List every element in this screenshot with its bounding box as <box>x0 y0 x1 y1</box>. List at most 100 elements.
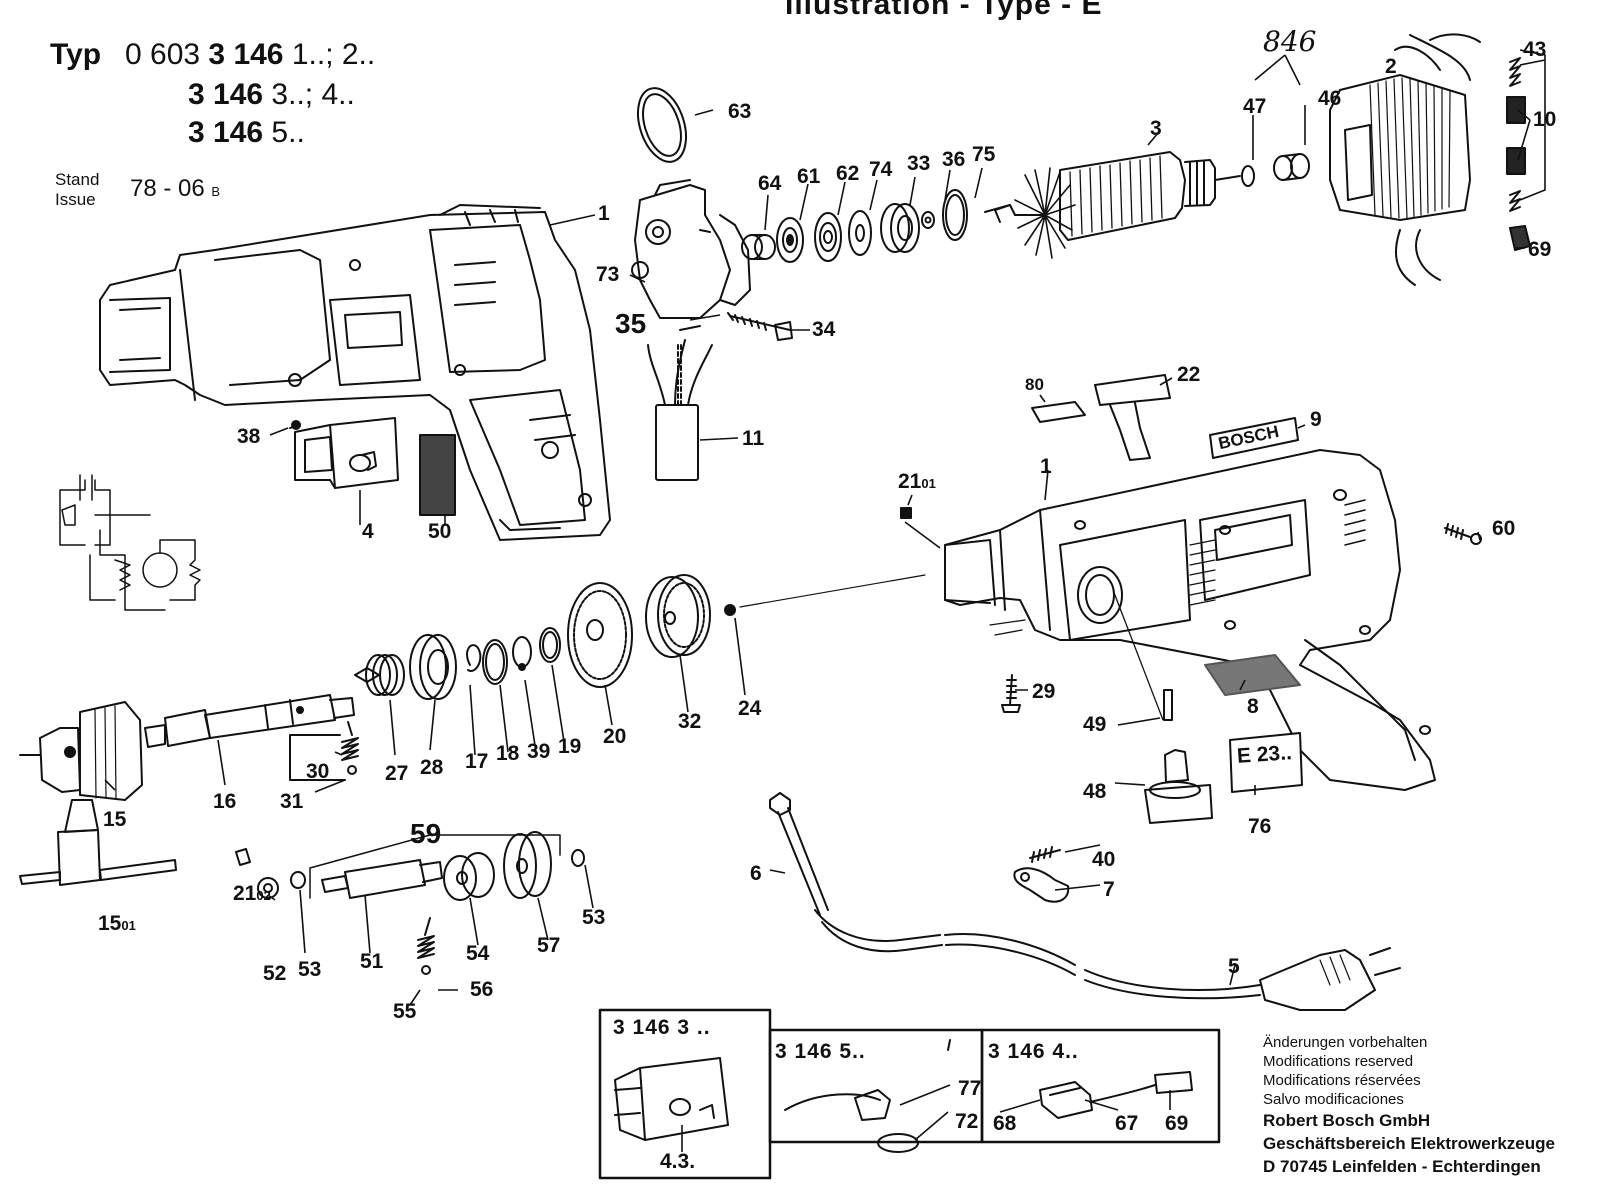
part-label-62: 62 <box>836 162 860 185</box>
variant-box-1-label: 4.3. <box>660 1150 696 1173</box>
part-label-60: 60 <box>1492 517 1516 540</box>
housing-assembled-drawing <box>944 449 1436 791</box>
part-label-31: 31 <box>280 790 304 813</box>
brush-spring-43-drawing <box>1506 57 1531 251</box>
brand-plate-drawing <box>1209 417 1299 459</box>
stand-label: Stand <box>55 170 100 189</box>
type-line-3: 3 146 5.. <box>188 116 305 150</box>
part-label-21-01-sub: 01 <box>921 476 936 491</box>
variant-box-3-label-68: 68 <box>993 1112 1017 1135</box>
screw-60-drawing <box>1444 523 1482 545</box>
part-label-27: 27 <box>385 762 409 785</box>
notes-block: Änderungen vorbehalten Modifications res… <box>1263 1033 1555 1178</box>
rating-plate-8-drawing <box>1204 654 1301 696</box>
issue-date-suffix: B <box>211 184 221 199</box>
variant-plug-drawing <box>784 1039 951 1153</box>
gear-57-drawing <box>503 831 552 899</box>
part-label-34: 34 <box>812 318 836 341</box>
part-label-74: 74 <box>869 158 893 181</box>
variant-switch-drawing <box>614 1057 729 1141</box>
circuit-schematic <box>59 474 201 611</box>
brush-holder-drawing <box>631 87 793 341</box>
diagram-title: Illustration - Type - E <box>785 0 1103 21</box>
type-line-3-code: 3 146 <box>188 116 264 149</box>
part-label-28: 28 <box>420 756 444 779</box>
power-cord-drawing <box>769 792 1401 1011</box>
note-line-de: Änderungen vorbehalten <box>1263 1034 1428 1051</box>
part-label-11: 11 <box>742 427 765 450</box>
variant-box-2-label-72: 72 <box>955 1110 979 1133</box>
part-label-9: 9 <box>1310 408 1322 431</box>
part-label-20: 20 <box>603 725 627 748</box>
part-label-22: 22 <box>1177 363 1201 386</box>
part-label-39: 39 <box>527 740 551 763</box>
spindle-drawing <box>144 694 355 748</box>
part-label-15: 15 <box>103 808 127 831</box>
type-line-3-suffix: 5.. <box>271 116 305 149</box>
armature-drawing <box>984 151 1255 259</box>
part-label-38: 38 <box>237 425 261 448</box>
company-name: Robert Bosch GmbH <box>1263 1111 1431 1130</box>
note-line-es: Salvo modificaciones <box>1263 1091 1404 1108</box>
spring-30-drawing <box>289 721 359 781</box>
gear-20-drawing <box>567 582 633 688</box>
part-label-75: 75 <box>972 143 996 166</box>
part-label-61: 61 <box>797 165 821 188</box>
type-line-2: 3 146 3..; 4.. <box>188 78 355 112</box>
handwritten-note: 846 <box>1263 25 1317 58</box>
intermediate-shaft-drawing <box>235 848 443 975</box>
part-label-59: 59 <box>410 818 442 849</box>
part-label-35: 35 <box>615 308 647 339</box>
filter-pad-drawing <box>419 434 456 516</box>
variant-box-3-label-69: 69 <box>1165 1112 1189 1135</box>
part-label-21-01: 2101 <box>898 470 936 494</box>
screw-38-drawing <box>289 420 301 430</box>
part-label-51: 51 <box>360 950 384 973</box>
screw-29-drawing <box>1001 674 1021 713</box>
variant-box-2-label-77: 77 <box>958 1077 982 1100</box>
rating-plate-76-drawing <box>1229 732 1303 793</box>
brush-11-drawing <box>647 339 713 481</box>
part-label-21-02-sub: 02 <box>256 888 271 903</box>
leader-lines <box>104 49 1546 1152</box>
type-line-1-suffix: 1..; 2.. <box>291 38 376 71</box>
field-coil-drawing <box>1329 33 1481 286</box>
part-label-15-01-sub: 01 <box>121 918 136 933</box>
part-label-76: 76 <box>1248 815 1272 838</box>
gear-ring-row-drawing <box>354 627 561 700</box>
pin-21-01-drawing <box>900 507 912 519</box>
part-label-57: 57 <box>537 934 561 957</box>
gear-32-drawing <box>645 574 711 658</box>
type-line-1-code: 3 146 <box>208 38 284 71</box>
part-label-48: 48 <box>1083 780 1107 803</box>
variant-box-2-title: 3 146 5.. <box>775 1040 866 1063</box>
part-label-69: 69 <box>1528 238 1552 261</box>
issue-label: Issue <box>55 190 96 209</box>
part-label-49: 49 <box>1083 713 1107 736</box>
issue-date: 78 - 06 B <box>130 175 220 203</box>
part-label-7: 7 <box>1103 878 1115 901</box>
part-label-21-01-main: 21 <box>898 470 922 493</box>
part-label-6: 6 <box>750 862 762 885</box>
issue-date-value: 78 - 06 <box>130 175 205 202</box>
part-label-10: 10 <box>1533 108 1557 131</box>
part-label-53-right: 53 <box>582 906 606 929</box>
part-label-64: 64 <box>758 172 782 195</box>
switch-lever-22-drawing <box>1031 374 1171 461</box>
part-label-1-housing-half: 1 <box>598 202 610 225</box>
part-label-55: 55 <box>393 1000 417 1023</box>
variant-box-3-label-67: 67 <box>1115 1112 1139 1135</box>
part-label-18: 18 <box>496 742 520 765</box>
type-line-1-prefix: 0 603 <box>125 38 201 71</box>
chuck-drawing <box>19 701 143 801</box>
part-label-80: 80 <box>1025 375 1044 394</box>
bushing-46-drawing <box>1273 153 1310 181</box>
division-name: Geschäftsbereich Elektrowerkzeuge <box>1263 1134 1555 1153</box>
part-label-63: 63 <box>728 100 752 123</box>
type-line-1: 0 603 3 146 1..; 2.. <box>125 38 375 72</box>
switch-knob-48-drawing <box>1144 689 1213 824</box>
part-label-16: 16 <box>213 790 237 813</box>
part-label-21-02: 2102 <box>233 882 271 906</box>
part-label-52: 52 <box>263 962 287 985</box>
cord-clamp-7-drawing <box>1013 846 1070 903</box>
